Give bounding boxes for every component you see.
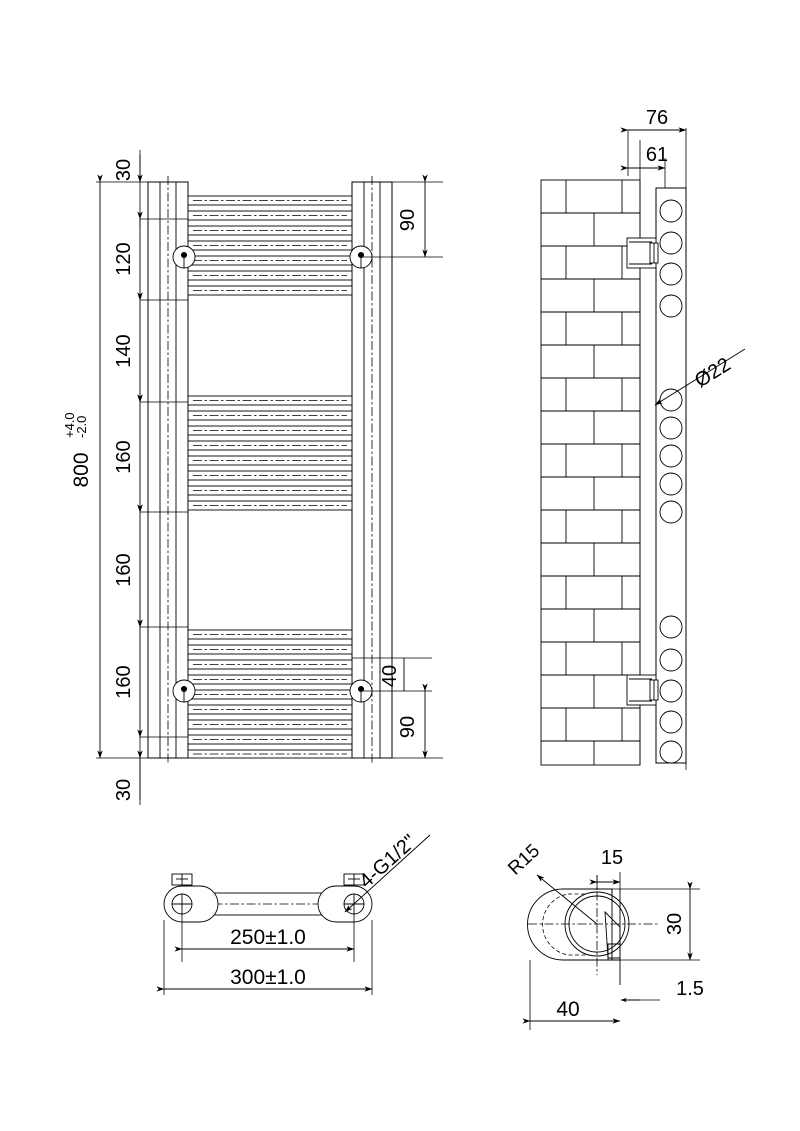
bracket-eye-left <box>163 885 219 923</box>
dim-height: 30 <box>612 881 700 961</box>
dim-top-margin-value: 30 <box>113 159 135 181</box>
rung-bar <box>187 410 353 421</box>
brick-wall <box>540 179 641 766</box>
dim-segment-3: 160 <box>113 394 143 513</box>
rung-bar <box>187 395 353 406</box>
dim-segment-4-value: 160 <box>113 553 135 586</box>
right-rail <box>351 176 393 764</box>
dim-depth-inner-value: 61 <box>646 144 668 166</box>
dim-inner-width: 250±1.0 <box>174 926 355 952</box>
rung-bar <box>187 225 353 236</box>
rung-bar <box>187 644 353 655</box>
rung-bar <box>187 285 353 296</box>
mount-bolt-bottom-left <box>172 679 196 703</box>
rung-bar <box>187 240 353 251</box>
dim-offset-value: 15 <box>601 847 623 869</box>
rung-group-bottom <box>187 629 353 759</box>
dim-top-margin: 30 <box>113 155 143 183</box>
dim-segment-5-value: 160 <box>113 665 135 698</box>
dim-thickness: 1.5 <box>620 978 704 1003</box>
dim-depth-total: 76 <box>620 107 687 133</box>
dim-top-bracket-offset-value: 90 <box>397 209 419 231</box>
rung-bar <box>187 195 353 206</box>
dim-inner-width-value: 250±1.0 <box>230 926 306 949</box>
rung-bar <box>187 719 353 730</box>
dim-width: 40 <box>522 960 621 1030</box>
dim-width-value: 40 <box>556 998 579 1021</box>
dim-lower-bracket-offset-value: 40 <box>379 665 401 687</box>
thread-callout-value: 4-G1/2" <box>355 831 420 893</box>
rung-bar <box>187 629 353 640</box>
dim-bottom-bracket-offset: 90 <box>392 683 443 759</box>
dim-segment-1: 120 <box>113 211 143 301</box>
dim-segment-2-value: 140 <box>113 334 135 367</box>
rung-group-middle <box>187 395 353 511</box>
rung-bar <box>187 485 353 496</box>
radiator-profile-bar <box>655 187 687 764</box>
front-view: 800 +4.0 -2.0 30 120 140 160 160 <box>62 150 443 805</box>
dim-depth-inner: 61 <box>620 130 668 176</box>
dim-offset: 15 <box>589 847 623 890</box>
overall-height-tol-lower: -2.0 <box>74 416 89 438</box>
rung-bar <box>187 749 353 759</box>
dim-outer-width-value: 300±1.0 <box>230 966 306 989</box>
side-view: 76 61 Ø22 <box>540 107 746 770</box>
dim-depth-total-value: 76 <box>646 107 668 129</box>
dim-bottom-bracket-offset-value: 90 <box>397 716 419 738</box>
rung-bar <box>187 210 353 221</box>
rung-bar <box>187 270 353 281</box>
rung-group-top <box>187 195 353 296</box>
overall-height-dimension: 800 +4.0 -2.0 <box>62 174 103 759</box>
rung-bar <box>187 440 353 451</box>
overall-height-value: 800 <box>70 452 93 487</box>
dim-outer-width: 300±1.0 <box>156 966 373 992</box>
overall-height-tol-upper: +4.0 <box>62 412 77 438</box>
rung-bar <box>187 425 353 436</box>
top-bracket-detail: 4-G1/2" 250±1.0 300±1.0 <box>156 831 431 995</box>
mount-bolt-top-left <box>172 245 196 269</box>
dim-segment-2: 140 <box>113 292 143 403</box>
rung-bar <box>187 455 353 466</box>
wall-bracket-bottom <box>626 674 659 706</box>
rung-bar <box>187 470 353 481</box>
rung-bar <box>187 674 353 685</box>
bracket-valve-left <box>171 873 193 886</box>
dim-bottom-margin-value: 30 <box>113 779 135 801</box>
dim-segment-1-value: 120 <box>113 242 135 275</box>
dim-segment-4: 160 <box>113 504 143 628</box>
rung-bar <box>187 704 353 715</box>
bracket-section-detail: R15 15 30 1.5 40 <box>504 840 704 1030</box>
bracket-valve-right <box>343 873 365 886</box>
left-rail <box>147 176 189 764</box>
rung-bar <box>187 689 353 700</box>
dim-height-value: 30 <box>664 913 686 935</box>
rung-bar <box>187 734 353 745</box>
wall-bracket-top <box>626 237 659 269</box>
dim-segment-5: 160 <box>113 619 143 738</box>
bracket-eye-right <box>317 885 373 923</box>
dim-lower-bracket-offset: 40 <box>352 657 432 692</box>
dim-segment-3-value: 160 <box>113 440 135 473</box>
rung-bar <box>187 659 353 670</box>
dim-top-bracket-offset: 90 <box>361 174 443 258</box>
radius-callout-value: R15 <box>504 840 544 879</box>
rung-bar <box>187 500 353 511</box>
dim-thickness-value: 1.5 <box>676 978 704 1000</box>
rung-bar <box>187 255 353 266</box>
dim-bottom-margin: 30 <box>113 750 143 801</box>
